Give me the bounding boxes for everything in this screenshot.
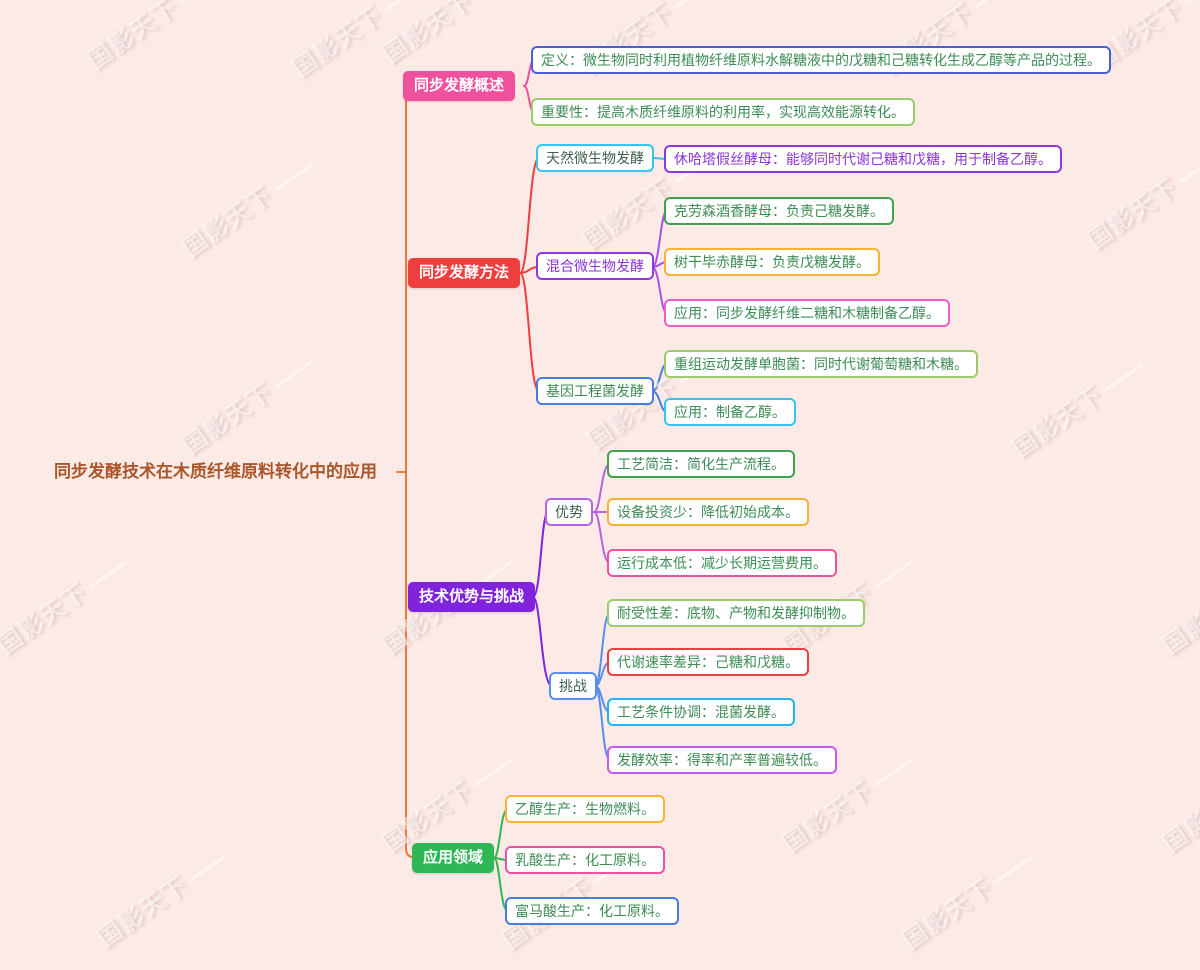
subtopic-advantages[interactable]: 优势 bbox=[545, 498, 593, 526]
subtopic-mixed-fermentation[interactable]: 混合微生物发酵 bbox=[536, 252, 654, 280]
subtopic-challenges[interactable]: 挑战 bbox=[549, 672, 597, 700]
root-topic[interactable]: 同步发酵技术在木质纤维原料转化中的应用 bbox=[54, 462, 377, 481]
branch-topic-overview[interactable]: 同步发酵概述 bbox=[403, 71, 516, 101]
leaf-low-operating-cost[interactable]: 运行成本低：减少长期运营费用。 bbox=[607, 549, 837, 577]
leaf-lactic-acid-production[interactable]: 乳酸生产：化工原料。 bbox=[505, 846, 665, 874]
leaf-pichia-yeast[interactable]: 树干毕赤酵母：负责戊糖发酵。 bbox=[664, 248, 880, 276]
leaf-fumaric-acid-production[interactable]: 富马酸生产：化工原料。 bbox=[505, 897, 679, 925]
leaf-definition[interactable]: 定义：微生物同时利用植物纤维原料水解糖液中的戊糖和己糖转化生成乙醇等产品的过程。 bbox=[531, 46, 1111, 74]
leaf-recombinant-zymomonas[interactable]: 重组运动发酵单胞菌：同时代谢葡萄糖和木糖。 bbox=[664, 350, 978, 378]
leaf-simple-process[interactable]: 工艺简洁：简化生产流程。 bbox=[607, 450, 795, 478]
leaf-process-coordination[interactable]: 工艺条件协调：混菌发酵。 bbox=[607, 698, 795, 726]
branch-topic-applications[interactable]: 应用领域 bbox=[412, 843, 495, 873]
leaf-mixed-application[interactable]: 应用：同步发酵纤维二糖和木糖制备乙醇。 bbox=[664, 299, 950, 327]
subtopic-engineered-strain-fermentation[interactable]: 基因工程菌发酵 bbox=[536, 377, 654, 405]
leaf-fermentation-efficiency[interactable]: 发酵效率：得率和产率普遍较低。 bbox=[607, 746, 837, 774]
branch-topic-methods[interactable]: 同步发酵方法 bbox=[408, 258, 521, 288]
leaf-metabolic-rate-difference[interactable]: 代谢速率差异：己糖和戊糖。 bbox=[607, 648, 809, 676]
branch-topic-advantages-challenges[interactable]: 技术优势与挑战 bbox=[408, 582, 536, 612]
leaf-scheffersomyces-yeast[interactable]: 休哈塔假丝酵母：能够同时代谢己糖和戊糖，用于制备乙醇。 bbox=[664, 145, 1062, 173]
leaf-ethanol-production[interactable]: 乙醇生产：生物燃料。 bbox=[505, 795, 665, 823]
leaf-low-equipment-investment[interactable]: 设备投资少：降低初始成本。 bbox=[607, 498, 809, 526]
leaf-brettanomyces-yeast[interactable]: 克劳森酒香酵母：负责己糖发酵。 bbox=[664, 197, 894, 225]
subtopic-natural-fermentation[interactable]: 天然微生物发酵 bbox=[536, 144, 654, 172]
leaf-importance[interactable]: 重要性：提高木质纤维原料的利用率，实现高效能源转化。 bbox=[531, 98, 915, 126]
leaf-poor-tolerance[interactable]: 耐受性差：底物、产物和发酵抑制物。 bbox=[607, 599, 865, 627]
leaf-engineered-application[interactable]: 应用：制备乙醇。 bbox=[664, 398, 796, 426]
